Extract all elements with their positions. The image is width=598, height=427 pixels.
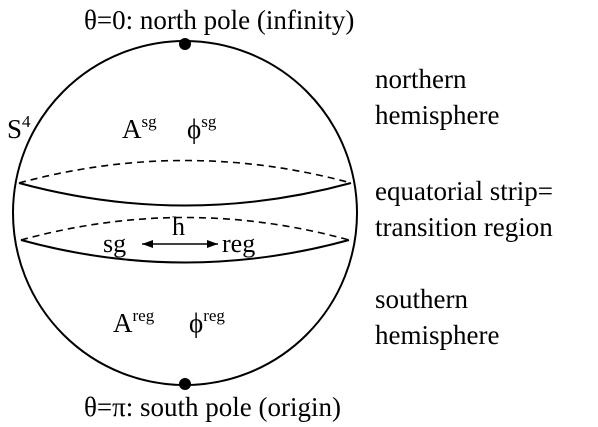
northern-line-2: hemisphere [375, 100, 500, 130]
south-A-sup: reg [132, 306, 155, 325]
strip-h-label: h [172, 212, 185, 241]
south-gauge-field: Areg [113, 306, 155, 338]
southern-hemisphere-label: southern hemisphere [375, 284, 499, 350]
sphere-name-base: S [7, 114, 23, 144]
lower-band-solid-arc [20, 239, 350, 264]
sphere-outline [12, 40, 358, 386]
south-phi-sup: reg [203, 306, 225, 325]
sphere-name-sup: 4 [22, 112, 31, 131]
south-phi: ϕ [189, 308, 204, 338]
strip-reg-label: reg [222, 229, 256, 258]
northern-line-1: northern [375, 64, 467, 94]
south-A: A [113, 308, 133, 338]
south-scalar-field: ϕreg [189, 306, 225, 338]
upper-band-dashed-arc [18, 159, 352, 184]
transition-arrow-right-head [207, 240, 218, 248]
north-pole-dot [179, 38, 191, 50]
equatorial-line-1: equatorial strip= [375, 176, 553, 206]
north-pole-label: θ=0: north pole (infinity) [84, 5, 355, 35]
southern-line-2: hemisphere [375, 320, 500, 350]
sphere-name-label: S4 [7, 112, 31, 144]
north-A: A [122, 114, 142, 144]
north-phi: ϕ [187, 114, 202, 144]
equatorial-line-2: transition region [375, 212, 553, 242]
southern-line-1: southern [375, 284, 468, 314]
north-scalar-field: ϕsg [187, 112, 217, 144]
north-gauge-field: Asg [122, 112, 157, 144]
upper-band-solid-arc [18, 182, 352, 207]
northern-hemisphere-label: northern hemisphere [375, 64, 499, 130]
transition-arrow-left-head [142, 240, 153, 248]
north-A-sup: sg [141, 112, 157, 131]
strip-sg-label: sg [103, 229, 127, 258]
lower-band-dashed-arc [20, 216, 350, 241]
equatorial-strip-label: equatorial strip= transition region [375, 176, 553, 242]
south-pole-dot [179, 378, 191, 390]
south-pole-label: θ=π: south pole (origin) [84, 392, 342, 422]
north-phi-sup: sg [201, 112, 217, 131]
